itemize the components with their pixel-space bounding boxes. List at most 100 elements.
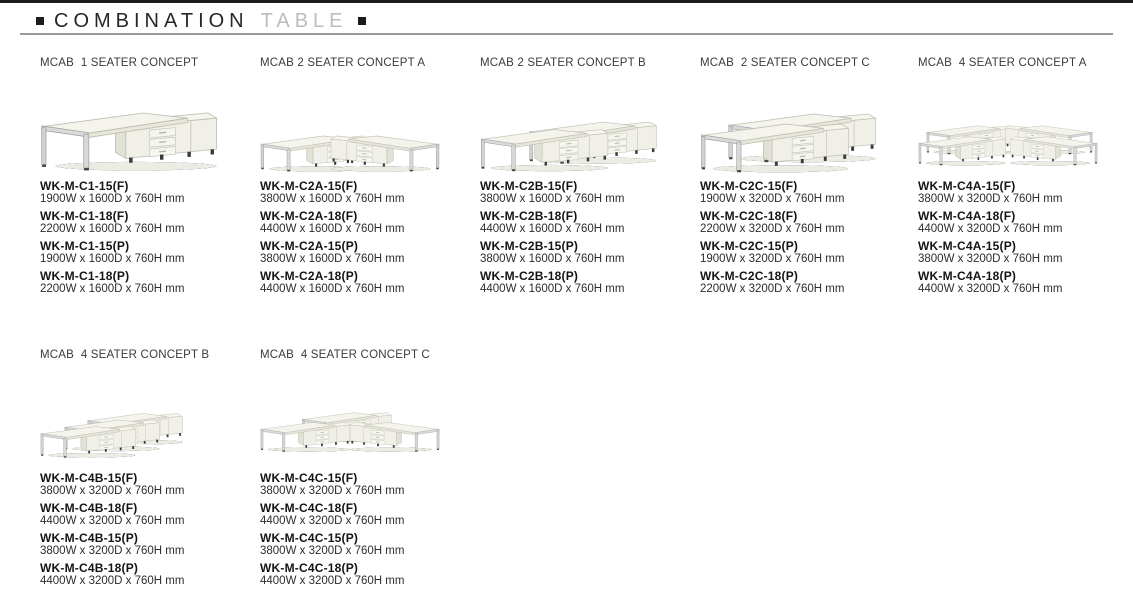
model-dimensions: 2200W x 1600D x 760H mm bbox=[40, 283, 185, 295]
desk-illustration bbox=[480, 121, 657, 172]
model-dimensions: 3800W x 3200D x 760H mm bbox=[40, 545, 185, 557]
model-dimensions: 3800W x 3200D x 760H mm bbox=[918, 193, 1063, 205]
product-image-mcab-4-seater-b bbox=[40, 363, 258, 465]
model-dimensions: 4400W x 1600D x 760H mm bbox=[480, 223, 625, 235]
model-entry: WK-M-C4C-18(F) 4400W x 3200D x 760H mm bbox=[260, 501, 478, 528]
model-list: WK-M-C4A-15(F) 3800W x 3200D x 760H mm W… bbox=[918, 179, 1133, 296]
model-entry: WK-M-C2A-15(F) 3800W x 1600D x 760H mm bbox=[260, 179, 478, 206]
model-dimensions: 1900W x 3200D x 760H mm bbox=[700, 193, 845, 205]
model-code: WK-M-C2C-18(P) bbox=[700, 269, 799, 283]
model-list: WK-M-C2B-15(F) 3800W x 1600D x 760H mm W… bbox=[480, 179, 698, 296]
model-entry: WK-M-C1-15(F) 1900W x 1600D x 760H mm bbox=[40, 179, 258, 206]
square-bullet-icon bbox=[357, 17, 366, 25]
model-entry: WK-M-C2C-18(F) 2200W x 3200D x 760H mm bbox=[700, 209, 918, 236]
model-dimensions: 1900W x 1600D x 760H mm bbox=[40, 193, 185, 205]
model-entry: WK-M-C2B-15(F) 3800W x 1600D x 760H mm bbox=[480, 179, 698, 206]
model-code: WK-M-C2A-15(F) bbox=[260, 179, 358, 193]
model-code: WK-M-C4B-15(F) bbox=[40, 471, 138, 485]
page-title-secondary: TABLE bbox=[260, 10, 348, 32]
model-code: WK-M-C4B-18(P) bbox=[40, 561, 139, 575]
model-code: WK-M-C1-15(F) bbox=[40, 179, 129, 193]
model-code: WK-M-C1-15(P) bbox=[40, 239, 130, 253]
model-entry: WK-M-C1-15(P) 1900W x 1600D x 760H mm bbox=[40, 239, 258, 266]
product-card-mcab-2-seater-a: MCAB 2 SEATER CONCEPT A WK-M-C2A-15(F) 3… bbox=[260, 57, 478, 299]
model-dimensions: 4400W x 3200D x 760H mm bbox=[40, 515, 185, 527]
desk-illustration bbox=[701, 113, 877, 173]
model-dimensions: 4400W x 3200D x 760H mm bbox=[260, 575, 405, 587]
model-list: WK-M-C2C-15(F) 1900W x 3200D x 760H mm W… bbox=[700, 179, 918, 296]
model-dimensions: 2200W x 3200D x 760H mm bbox=[700, 223, 845, 235]
model-code: WK-M-C4A-18(F) bbox=[918, 209, 1016, 223]
model-code: WK-M-C2A-15(P) bbox=[260, 239, 359, 253]
model-code: WK-M-C2C-15(F) bbox=[700, 179, 798, 193]
model-code: WK-M-C4A-18(P) bbox=[918, 269, 1017, 283]
product-title: MCAB 2 SEATER CONCEPT A bbox=[260, 57, 426, 69]
model-entry: WK-M-C4B-15(P) 3800W x 3200D x 760H mm bbox=[40, 531, 258, 558]
model-code: WK-M-C4C-15(P) bbox=[260, 531, 359, 545]
model-dimensions: 4400W x 3200D x 760H mm bbox=[260, 515, 405, 527]
model-list: WK-M-C4B-15(F) 3800W x 3200D x 760H mm W… bbox=[40, 471, 258, 588]
desk-illustration bbox=[40, 413, 183, 458]
model-list: WK-M-C2A-15(F) 3800W x 1600D x 760H mm W… bbox=[260, 179, 478, 296]
product-title: MCAB 4 SEATER CONCEPT A bbox=[918, 57, 1087, 69]
model-entry: WK-M-C4A-15(P) 3800W x 3200D x 760H mm bbox=[918, 239, 1133, 266]
product-card-mcab-4-seater-a: MCAB 4 SEATER CONCEPT A WK-M-C4A-15(F) 3… bbox=[918, 57, 1133, 299]
product-image-mcab-2-seater-b bbox=[480, 71, 698, 173]
page-title-primary: COMBINATION bbox=[54, 10, 249, 32]
model-dimensions: 4400W x 1600D x 760H mm bbox=[260, 283, 405, 295]
product-card-mcab-4-seater-b: MCAB 4 SEATER CONCEPT B WK-M-C4B-15(F) 3… bbox=[40, 349, 258, 591]
model-dimensions: 4400W x 1600D x 760H mm bbox=[260, 223, 405, 235]
model-entry: WK-M-C2A-15(P) 3800W x 1600D x 760H mm bbox=[260, 239, 478, 266]
product-image-mcab-2-seater-a bbox=[260, 71, 478, 173]
model-code: WK-M-C2A-18(F) bbox=[260, 209, 358, 223]
model-entry: WK-M-C1-18(F) 2200W x 1600D x 760H mm bbox=[40, 209, 258, 236]
product-card-mcab-2-seater-c: MCAB 2 SEATER CONCEPT C WK-M-C2C-15(F) 1… bbox=[700, 57, 918, 299]
top-border-bar bbox=[0, 0, 1133, 3]
model-dimensions: 3800W x 1600D x 760H mm bbox=[480, 193, 625, 205]
model-dimensions: 3800W x 1600D x 760H mm bbox=[480, 253, 625, 265]
model-entry: WK-M-C2B-15(P) 3800W x 1600D x 760H mm bbox=[480, 239, 698, 266]
model-entry: WK-M-C4C-15(F) 3800W x 3200D x 760H mm bbox=[260, 471, 478, 498]
product-title: MCAB 2 SEATER CONCEPT C bbox=[700, 57, 870, 69]
product-title: MCAB 2 SEATER CONCEPT B bbox=[480, 57, 646, 69]
product-image-mcab-4-seater-c bbox=[260, 363, 478, 465]
model-code: WK-M-C4C-18(F) bbox=[260, 501, 358, 515]
model-dimensions: 2200W x 1600D x 760H mm bbox=[40, 223, 185, 235]
model-code: WK-M-C2B-15(P) bbox=[480, 239, 579, 253]
model-code: WK-M-C1-18(P) bbox=[40, 269, 130, 283]
model-dimensions: 3800W x 1600D x 760H mm bbox=[260, 193, 405, 205]
model-entry: WK-M-C2C-18(P) 2200W x 3200D x 760H mm bbox=[700, 269, 918, 296]
page-header: COMBINATION TABLE bbox=[36, 11, 366, 31]
model-entry: WK-M-C1-18(P) 2200W x 1600D x 760H mm bbox=[40, 269, 258, 296]
product-title: MCAB 1 SEATER CONCEPT bbox=[40, 57, 199, 69]
model-entry: WK-M-C4B-15(F) 3800W x 3200D x 760H mm bbox=[40, 471, 258, 498]
header-divider bbox=[20, 33, 1113, 35]
model-list: WK-M-C4C-15(F) 3800W x 3200D x 760H mm W… bbox=[260, 471, 478, 588]
model-entry: WK-M-C4C-15(P) 3800W x 3200D x 760H mm bbox=[260, 531, 478, 558]
model-code: WK-M-C2C-15(P) bbox=[700, 239, 799, 253]
model-code: WK-M-C4C-18(P) bbox=[260, 561, 359, 575]
model-dimensions: 1900W x 3200D x 760H mm bbox=[700, 253, 845, 265]
model-code: WK-M-C2A-18(P) bbox=[260, 269, 359, 283]
product-card-mcab-4-seater-c: MCAB 4 SEATER CONCEPT C WK-M-C4C-15(F) 3… bbox=[260, 349, 478, 591]
model-code: WK-M-C2B-18(F) bbox=[480, 209, 578, 223]
model-entry: WK-M-C2B-18(F) 4400W x 1600D x 760H mm bbox=[480, 209, 698, 236]
model-entry: WK-M-C2C-15(F) 1900W x 3200D x 760H mm bbox=[700, 179, 918, 206]
model-dimensions: 1900W x 1600D x 760H mm bbox=[40, 253, 185, 265]
model-code: WK-M-C2C-18(F) bbox=[700, 209, 798, 223]
desk-illustration bbox=[260, 412, 440, 452]
desk-illustration bbox=[260, 135, 440, 172]
model-entry: WK-M-C2A-18(P) 4400W x 1600D x 760H mm bbox=[260, 269, 478, 296]
model-code: WK-M-C4C-15(F) bbox=[260, 471, 358, 485]
model-entry: WK-M-C4A-15(F) 3800W x 3200D x 760H mm bbox=[918, 179, 1133, 206]
square-bullet-icon bbox=[36, 17, 44, 25]
product-image-mcab-4-seater-a bbox=[918, 71, 1133, 173]
model-entry: WK-M-C2B-18(P) 4400W x 1600D x 760H mm bbox=[480, 269, 698, 296]
model-dimensions: 3800W x 3200D x 760H mm bbox=[918, 253, 1063, 265]
model-dimensions: 3800W x 1600D x 760H mm bbox=[260, 253, 405, 265]
model-entry: WK-M-C4B-18(P) 4400W x 3200D x 760H mm bbox=[40, 561, 258, 588]
model-code: WK-M-C1-18(F) bbox=[40, 209, 129, 223]
product-image-mcab-2-seater-c bbox=[700, 71, 918, 173]
model-list: WK-M-C1-15(F) 1900W x 1600D x 760H mm WK… bbox=[40, 179, 258, 296]
